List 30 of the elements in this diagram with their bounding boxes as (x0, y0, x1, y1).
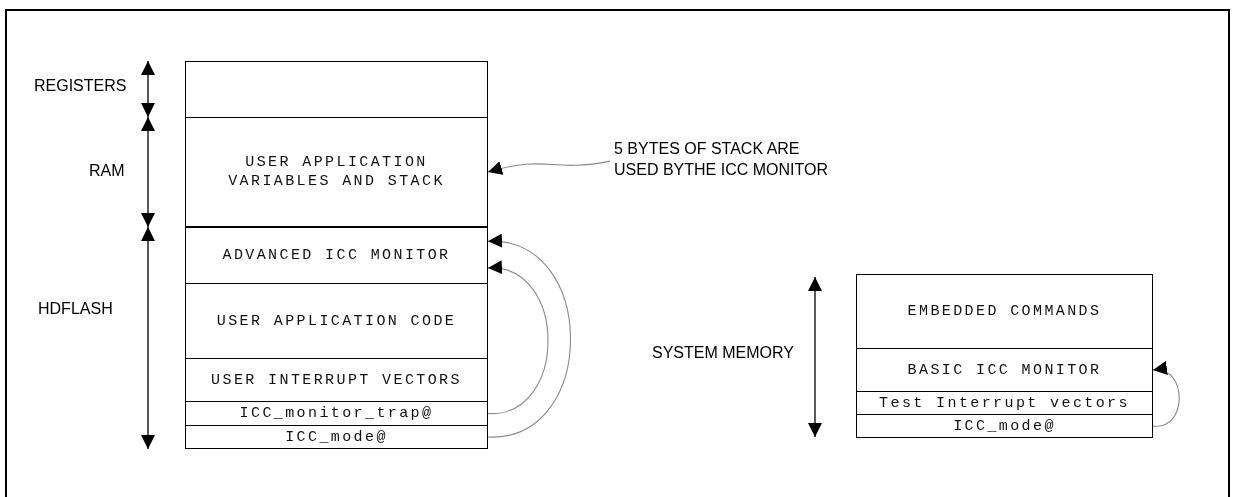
region-label: HDFLASH (38, 300, 113, 318)
arrow (487, 262, 549, 415)
memory-segment (185, 227, 488, 284)
note-text: 5 BYTES OF STACK ARE USED BYTHE ICC MONITOR (614, 138, 829, 180)
memory-segment (856, 274, 1153, 349)
region-label: SYSTEM MEMORY (652, 344, 794, 362)
segment-label: Test Interrupt vectors (879, 393, 1130, 413)
region-label: REGISTERS (34, 77, 127, 95)
region-label: RAM (89, 162, 125, 180)
segment-label: BASIC ICC MONITOR (907, 360, 1102, 380)
memory-segment (856, 414, 1153, 438)
segment-label: USER APPLICATION CODE (216, 311, 457, 331)
memory-segment (185, 401, 488, 426)
segment-label: USER INTERRUPT VECTORS (211, 370, 462, 390)
memory-segment (185, 283, 488, 359)
segment-label: ICC_mode@ (285, 427, 388, 447)
segment-label: USER APPLICATION VARIABLES AND STACK (227, 153, 446, 191)
segment-label: ICC_mode@ (953, 416, 1056, 436)
memory-segment (185, 61, 488, 118)
segment-label: EMBEDDED COMMANDS (907, 302, 1102, 321)
memory-segment (856, 391, 1153, 415)
memory-segment (856, 348, 1153, 392)
segment-label: ADVANCED ICC MONITOR (222, 246, 451, 265)
arrow (1152, 363, 1180, 427)
memory-segment (185, 425, 488, 449)
leader-line (487, 160, 611, 176)
segment-label: ICC_monitor_trap@ (239, 404, 434, 423)
memory-segment (185, 358, 488, 402)
arrow (487, 235, 572, 438)
memory-segment (185, 117, 488, 227)
